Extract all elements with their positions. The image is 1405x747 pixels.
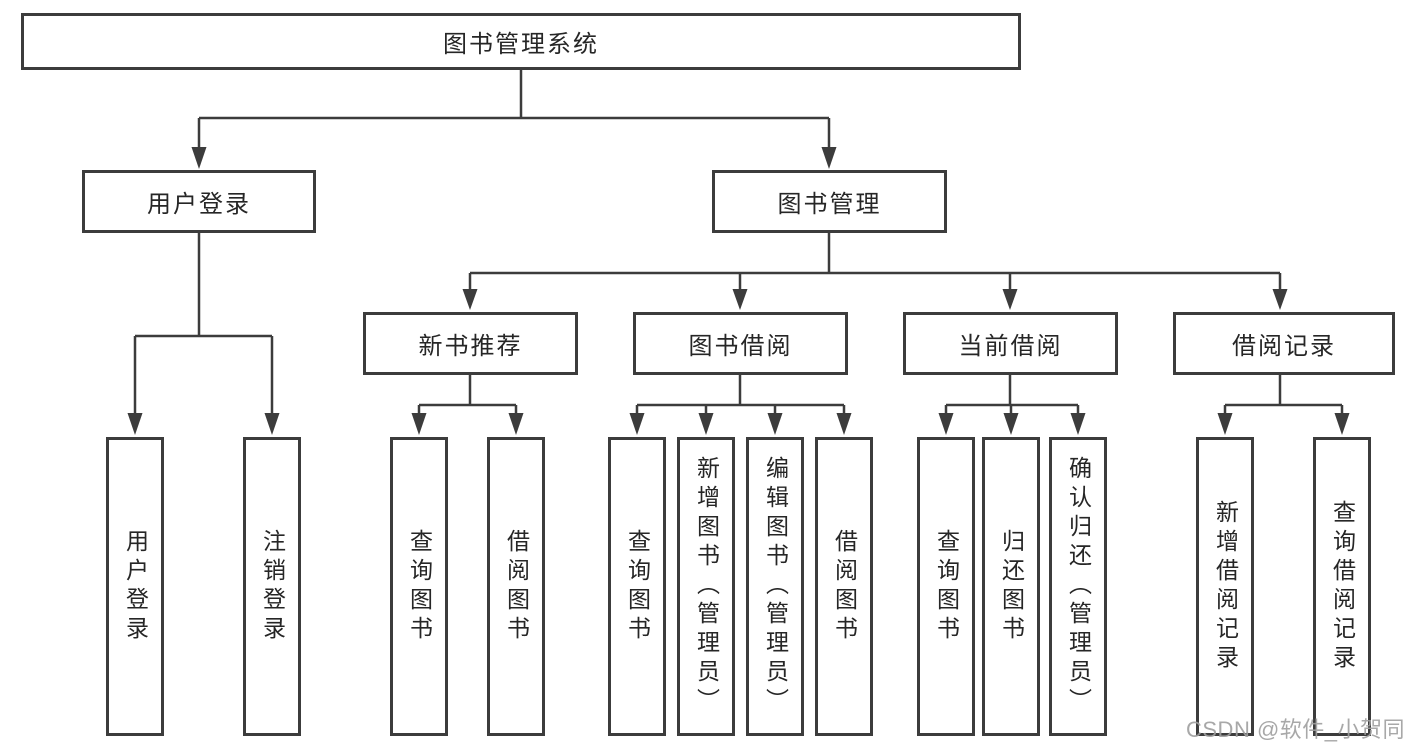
node-current-borrow: 当前借阅 <box>903 312 1118 375</box>
node-label: 用户登录 <box>122 528 149 645</box>
node-label: 用户登录 <box>147 191 251 218</box>
arrowheads <box>127 147 1350 435</box>
csdn-watermark: CSDN @软件_小贺同学 <box>1186 717 1405 742</box>
leaf-borrow-books-recommend: 借阅图书 <box>487 437 545 736</box>
node-label: 借阅记录 <box>1232 333 1336 360</box>
leaf-edit-books-admin: 编辑图书（管理员） <box>746 437 804 736</box>
leaf-query-books-borrow: 查询图书 <box>608 437 666 736</box>
node-label: 编辑图书（管理员） <box>762 456 789 717</box>
node-label: 新增图书（管理员） <box>693 456 720 717</box>
node-label: 归还图书 <box>998 528 1025 645</box>
leaf-return-books: 归还图书 <box>982 437 1040 736</box>
node-label: 查询图书 <box>406 528 433 645</box>
leaf-borrow-books: 借阅图书 <box>815 437 873 736</box>
node-book-management: 图书管理 <box>712 170 947 233</box>
node-label: 借阅图书 <box>503 528 530 645</box>
node-new-book-recommend: 新书推荐 <box>363 312 578 375</box>
node-label: 查询借阅记录 <box>1329 499 1356 674</box>
node-label: 查询图书 <box>933 528 960 645</box>
node-label: 当前借阅 <box>958 333 1063 360</box>
node-borrow-records: 借阅记录 <box>1173 312 1395 375</box>
node-label: 借阅图书 <box>831 528 858 645</box>
leaf-query-books-recommend: 查询图书 <box>390 437 448 736</box>
leaf-add-books-admin: 新增图书（管理员） <box>677 437 735 736</box>
node-label: 注销登录 <box>259 528 286 645</box>
leaf-logout: 注销登录 <box>243 437 301 736</box>
node-book-borrow: 图书借阅 <box>633 312 848 375</box>
leaf-user-login: 用户登录 <box>106 437 164 736</box>
node-library-management-system: 图书管理系统 <box>21 13 1021 70</box>
node-label: 查询图书 <box>624 528 651 645</box>
node-label: 图书管理系统 <box>443 31 599 58</box>
leaf-query-borrow-record: 查询借阅记录 <box>1313 437 1371 736</box>
node-label: 新增借阅记录 <box>1212 499 1239 674</box>
node-label: 图书管理 <box>777 191 882 218</box>
leaf-query-books-current: 查询图书 <box>917 437 975 736</box>
leaf-add-borrow-record: 新增借阅记录 <box>1196 437 1254 736</box>
node-label: 图书借阅 <box>688 333 793 360</box>
node-user-login: 用户登录 <box>82 170 316 233</box>
leaf-confirm-return-admin: 确认归还（管理员） <box>1049 437 1107 736</box>
node-label: 新书推荐 <box>418 333 523 360</box>
node-label: 确认归还（管理员） <box>1065 456 1092 717</box>
